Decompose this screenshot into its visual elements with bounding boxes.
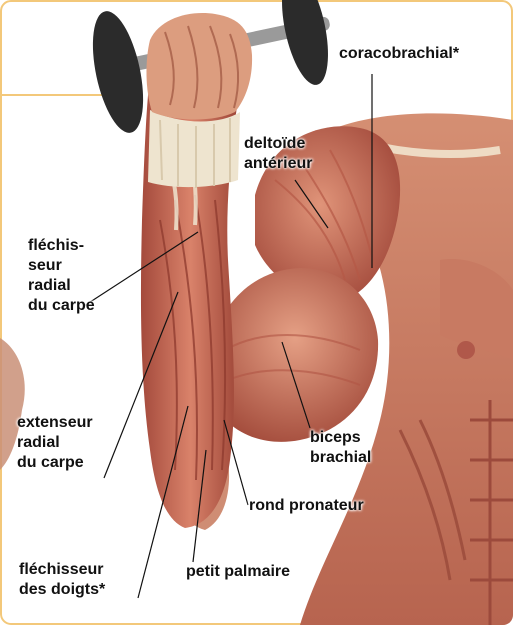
hand [146, 13, 252, 119]
label-flechisseur-des-doigts: fléchisseur des doigts* [19, 560, 105, 600]
label-rond-pronateur: rond pronateur [249, 496, 364, 516]
label-deltoide-anterieur: deltoïde antérieur [244, 134, 312, 174]
label-coracobrachial: coracobrachial* [339, 44, 459, 64]
label-petit-palmaire: petit palmaire [186, 562, 290, 582]
label-flechisseur-radial-du-carpe: fléchis- seur radial du carpe [28, 236, 95, 316]
nipple [457, 341, 475, 359]
label-extenseur-radial-du-carpe: extenseur radial du carpe [17, 413, 93, 473]
label-biceps-brachial: biceps brachial [310, 428, 371, 468]
